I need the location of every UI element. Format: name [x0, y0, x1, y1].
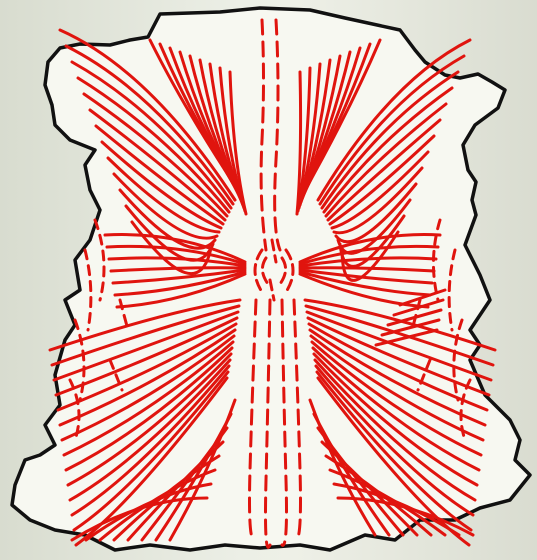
figure-canvas — [0, 0, 537, 560]
hide-diagram — [0, 0, 537, 560]
